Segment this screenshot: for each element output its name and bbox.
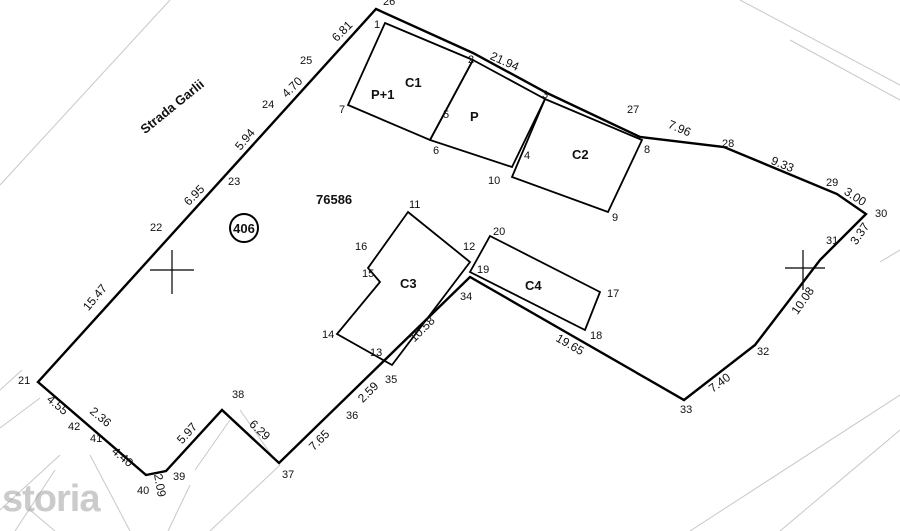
dimension-label: 2.09 — [151, 473, 169, 499]
dimension-label: 10.58 — [407, 313, 438, 344]
point-label: 5 — [443, 109, 449, 121]
point-label: 23 — [228, 176, 240, 188]
point-label: 24 — [262, 99, 274, 111]
point-label: 26 — [383, 0, 395, 8]
dimension-label: 2.36 — [87, 404, 114, 430]
point-label: 19 — [477, 264, 489, 276]
point-label: 12 — [463, 241, 475, 253]
building-label-c1: C1 — [405, 75, 422, 90]
point-label: 10 — [488, 175, 500, 187]
building-label-c1-floors: P+1 — [371, 87, 395, 102]
storia-watermark: storia — [2, 478, 100, 520]
point-label: 18 — [590, 330, 602, 342]
parcel-boundary — [36, 7, 868, 477]
point-label: 33 — [680, 404, 692, 416]
point-label: 2 — [468, 54, 474, 66]
building-c4 — [468, 234, 602, 332]
crosshair-markers — [150, 250, 825, 294]
point-label: 15 — [362, 268, 374, 280]
dimension-label: 6.81 — [329, 18, 356, 45]
building-label-c2: C2 — [572, 147, 589, 162]
point-label: 37 — [282, 469, 294, 481]
dimension-label: 7.96 — [666, 117, 693, 139]
point-label: 7 — [339, 104, 345, 116]
point-label: 8 — [644, 144, 650, 156]
point-label: 38 — [232, 389, 244, 401]
dimension-label: 7.40 — [706, 370, 733, 395]
point-label: 9 — [612, 212, 618, 224]
point-label: 3 — [542, 89, 548, 101]
dimension-label: 4.70 — [279, 74, 306, 101]
building-c3 — [335, 210, 472, 367]
dimension-label: 5.97 — [174, 420, 200, 447]
point-label: 6 — [433, 145, 439, 157]
point-label: 40 — [137, 485, 149, 497]
dimension-label: 10.08 — [788, 284, 817, 317]
dimension-label: 6.29 — [246, 417, 273, 443]
point-label: 1 — [374, 19, 380, 31]
point-label: 20 — [493, 226, 505, 238]
building-label-p: P — [470, 109, 479, 124]
point-label: 21 — [18, 375, 30, 387]
point-label: 36 — [346, 410, 358, 422]
dimension-label: 6.95 — [181, 182, 208, 209]
point-label: 34 — [460, 291, 472, 303]
point-label: 35 — [385, 374, 397, 386]
point-label: 22 — [150, 222, 162, 234]
dimension-labels: 21.94 7.96 9.33 3.00 3.37 10.08 7.40 19.… — [44, 18, 872, 499]
point-label: 17 — [607, 288, 619, 300]
point-label: 29 — [826, 177, 838, 189]
point-label: 4 — [524, 150, 530, 162]
point-label: 39 — [173, 471, 185, 483]
street-name: Strada Garlii — [137, 76, 207, 136]
point-label: 11 — [409, 199, 420, 211]
point-label: 28 — [722, 138, 734, 150]
dimension-label: 7.65 — [306, 427, 333, 454]
point-label: 27 — [627, 104, 639, 116]
point-label: 31 — [826, 235, 838, 247]
plot-id-circle — [229, 213, 259, 243]
dimension-label: 4.55 — [44, 392, 71, 418]
point-label: 30 — [875, 208, 887, 220]
dimension-label: 3.37 — [847, 220, 872, 247]
point-label: 32 — [757, 346, 769, 358]
building-p — [428, 58, 547, 169]
point-label: 14 — [322, 329, 334, 341]
plot-id: 406 — [233, 221, 255, 236]
point-label: 42 — [68, 421, 80, 433]
building-label-c4: C4 — [525, 278, 542, 293]
point-label: 13 — [370, 347, 382, 359]
dimension-label: 5.94 — [232, 126, 258, 153]
point-label: 41 — [90, 433, 102, 445]
buildings — [335, 21, 644, 367]
point-label: 25 — [300, 55, 312, 67]
dimension-label: 2.59 — [355, 379, 382, 406]
parcel-number: 76586 — [316, 192, 352, 207]
point-label: 16 — [355, 241, 367, 253]
building-c2 — [510, 97, 644, 214]
building-label-c3: C3 — [400, 276, 417, 291]
point-labels: 1 2 3 4 5 6 7 8 9 10 11 12 13 14 15 16 1… — [18, 0, 887, 497]
